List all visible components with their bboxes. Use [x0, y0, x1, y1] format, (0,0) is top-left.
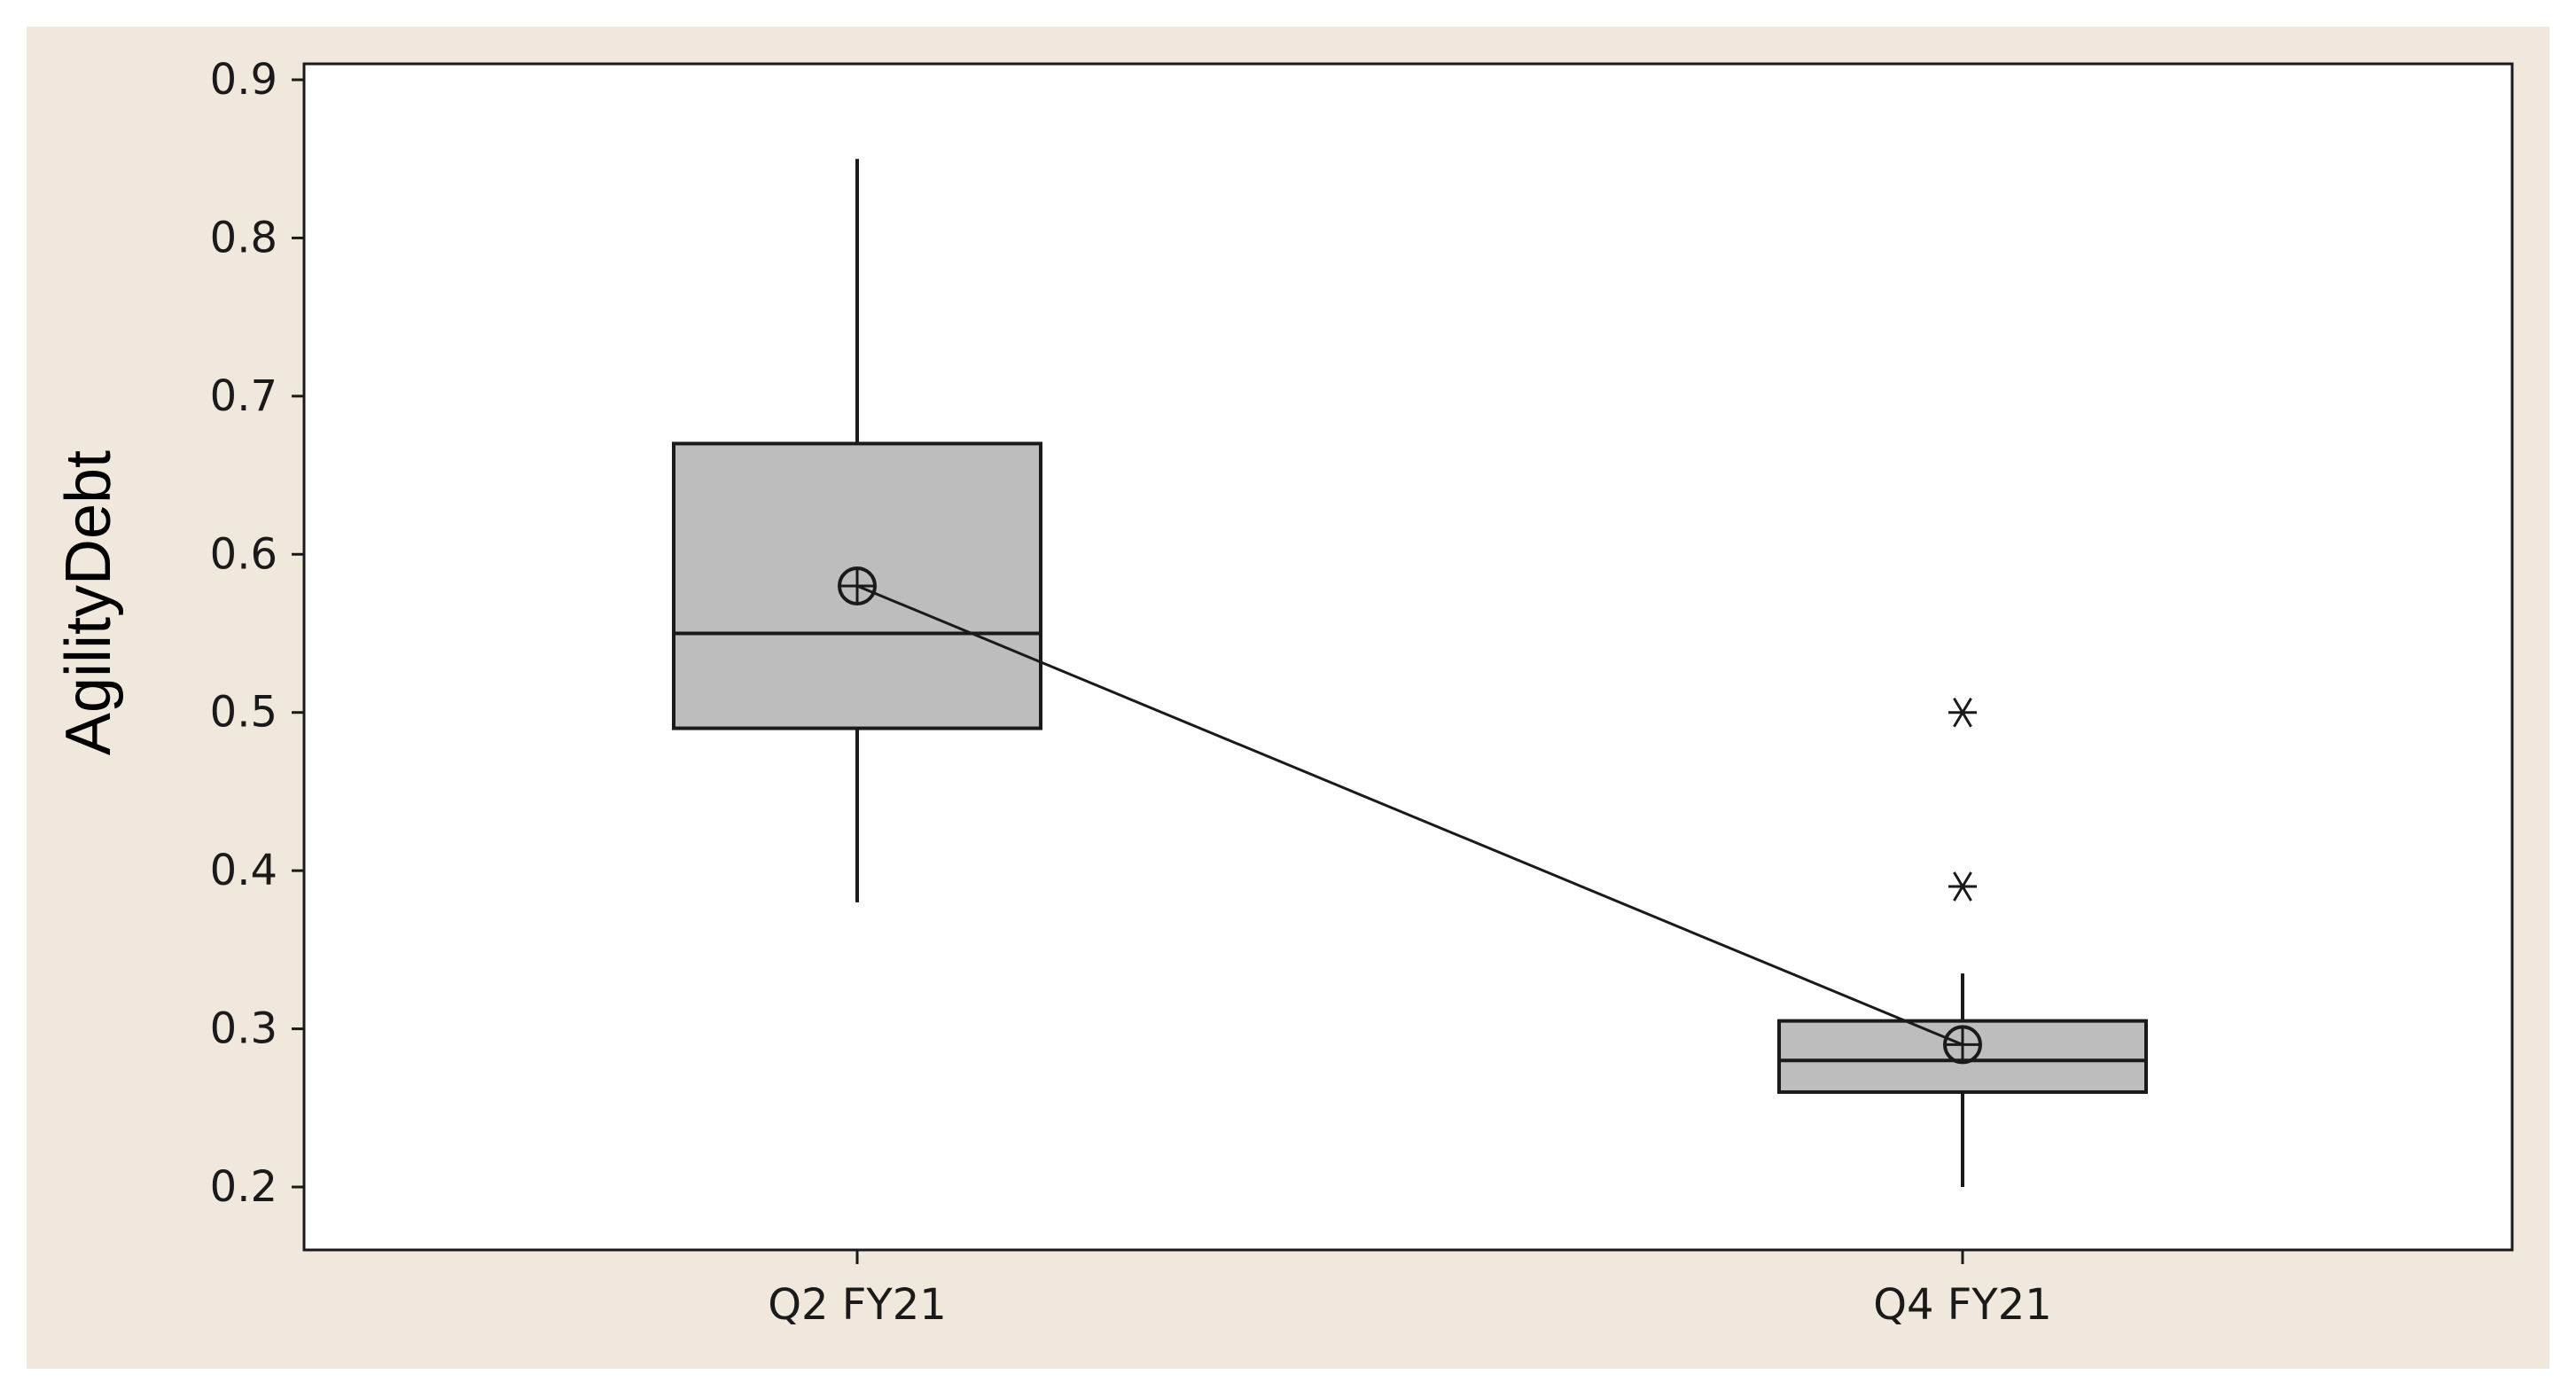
y-tick-label: 0.6: [210, 529, 277, 579]
y-tick-label: 0.3: [210, 1004, 277, 1054]
outlier-point: [1948, 697, 1977, 728]
y-tick-label: 0.9: [210, 55, 277, 105]
mean-marker: [1943, 1025, 1982, 1065]
x-tick-label: Q2 FY21: [768, 1280, 947, 1330]
y-axis: 0.9 0.8 0.7 0.6 0.5 0.4 0.3 0.2: [210, 55, 304, 1212]
y-tick-label: 0.2: [210, 1162, 277, 1212]
mean-marker: [838, 566, 877, 605]
mean-connect-line: [856, 584, 1963, 1046]
outlier-point: [1948, 871, 1977, 902]
y-axis-title: AgilityDebt: [53, 450, 124, 755]
mean-markers-group: [838, 566, 1982, 1065]
y-tick-label: 0.5: [210, 688, 277, 738]
plot-area: [302, 62, 2514, 1252]
y-tick-label: 0.4: [210, 846, 277, 895]
outlier-stroke: [1953, 697, 1972, 728]
y-tick-label: 0.7: [210, 371, 277, 421]
x-axis: Q2 FY21 Q4 FY21: [768, 1250, 2052, 1330]
y-tick-label: 0.8: [210, 213, 277, 262]
mean-connect-line-group: [856, 584, 1963, 1046]
x-tick-label: Q4 FY21: [1873, 1280, 2052, 1330]
outliers-group: [1948, 697, 1977, 902]
outlier-stroke: [1953, 871, 1972, 902]
